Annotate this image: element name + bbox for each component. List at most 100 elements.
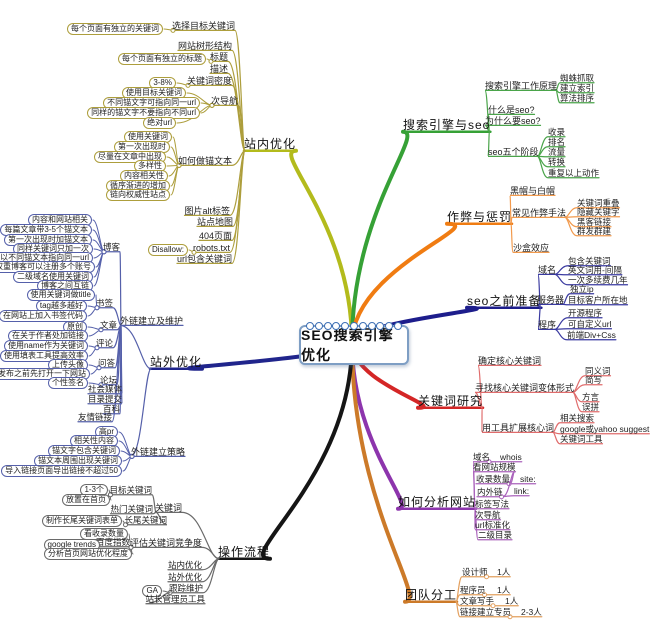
topic-pr1[interactable]: 域名 [538, 265, 557, 275]
topic-td2a[interactable]: 1人 [497, 585, 511, 595]
topic-zn2[interactable]: 网站树形结构 [177, 41, 232, 51]
topic-pr3b[interactable]: 可自定义url [568, 319, 612, 329]
topic-cz5a[interactable]: GA [142, 585, 162, 597]
topic-kr3c[interactable]: 关键词工具 [560, 434, 603, 444]
topic-ss3[interactable]: 为什么要seo? [485, 116, 541, 126]
topic-zn7g[interactable]: 链向权威性站点 [106, 189, 170, 201]
topic-zn11[interactable]: robots.txt [192, 243, 230, 253]
topic-zn6[interactable]: 次导航 [210, 96, 238, 106]
topic-ss4e[interactable]: 重复以上动作 [548, 168, 600, 178]
topic-ss4[interactable]: seo五个阶段 [488, 147, 539, 157]
topic-zn10[interactable]: 404页面 [198, 231, 232, 241]
topic-zn6d[interactable]: 绝对url [143, 117, 176, 129]
topic-b-sousuo[interactable]: 搜索引擎与seo [403, 118, 491, 132]
topic-zw1f1[interactable]: 个性签名 [48, 377, 88, 389]
central-topic[interactable]: SEO搜索引擎优化 [299, 322, 409, 365]
topic-td3[interactable]: 文章写手 [460, 596, 495, 606]
topic-zw1j[interactable]: 友情链接 [77, 412, 112, 422]
topic-zb2c[interactable]: 黑客链接 [577, 217, 612, 227]
topic-an6[interactable]: 二级目录 [478, 530, 513, 540]
topic-ss4b[interactable]: 排名 [548, 137, 566, 147]
topic-zw1[interactable]: 外链建立及维护 [119, 316, 183, 326]
topic-cz1[interactable]: 关键词 [154, 503, 182, 513]
topic-b-fenxi[interactable]: 如何分析网站 [398, 495, 477, 509]
topic-kr1[interactable]: 确定核心关键词 [478, 356, 542, 366]
topic-zn3a[interactable]: 每个页面有独立的标题 [118, 53, 206, 65]
topic-zn7e[interactable]: 内容相关性 [120, 170, 168, 182]
topic-kr3b[interactable]: google或yahoo suggest [560, 424, 650, 434]
topic-cz2a[interactable]: 看收录数量 [80, 528, 128, 540]
topic-pr3[interactable]: 程序 [538, 320, 557, 330]
topic-td4[interactable]: 链接建立专员 [460, 607, 512, 617]
topic-pr3c[interactable]: 前端Div+Css [567, 330, 616, 340]
topic-zn12[interactable]: url包含关键词 [176, 254, 232, 264]
topic-kr3[interactable]: 用工具扩展核心词 [482, 423, 555, 433]
topic-an2a[interactable]: 收录数量 [476, 474, 511, 484]
topic-pr2b[interactable]: 目标客户所在地 [568, 295, 628, 305]
topic-zn8[interactable]: 图片alt标签 [184, 206, 230, 216]
topic-pr1a[interactable]: 包含关键词 [568, 256, 611, 266]
topic-zw1g[interactable]: 社会媒体 [87, 384, 122, 394]
topic-cz2[interactable]: 评估关键词竞争度 [129, 538, 202, 548]
topic-zw1b3[interactable]: 在网站上加入书签代码 [0, 310, 87, 322]
topic-pr1b[interactable]: 英文词用-间隔 [568, 265, 622, 275]
topic-cz1a[interactable]: 目标关键词 [109, 485, 152, 495]
topic-zw1d[interactable]: 评论 [95, 338, 113, 348]
topic-td4a[interactable]: 2-3人 [521, 607, 542, 617]
topic-an2b1[interactable]: link: [514, 486, 530, 496]
topic-b-zuobi[interactable]: 作弊与惩罚 [447, 210, 513, 224]
topic-zn1a[interactable]: 每个页面有独立的关键词 [67, 23, 163, 35]
topic-kr2d[interactable]: 误拼 [582, 402, 600, 412]
topic-b-tuandui[interactable]: 团队分工 [405, 588, 458, 602]
topic-zw1b[interactable]: 书签 [95, 298, 113, 308]
topic-zw1f[interactable]: 论坛 [99, 375, 117, 385]
topic-zn7[interactable]: 如何做锚文本 [177, 156, 232, 166]
topic-td2[interactable]: 程序员 [460, 585, 486, 595]
topic-cz4[interactable]: 站外优化 [167, 572, 202, 582]
topic-ss1a[interactable]: 蜘蛛抓取 [560, 73, 595, 83]
topic-ss1c[interactable]: 算法排序 [560, 93, 595, 103]
topic-zw1i[interactable]: 百科 [102, 404, 120, 414]
topic-cz2b[interactable]: 百度指数 [95, 537, 130, 547]
topic-td1[interactable]: 设计师 [462, 567, 488, 577]
topic-zn5[interactable]: 关键词密度 [186, 76, 232, 86]
topic-zw1e[interactable]: 问答 [97, 358, 115, 368]
topic-ss1b[interactable]: 建立索引 [560, 83, 595, 93]
topic-kr2a[interactable]: 同义词 [585, 366, 611, 376]
topic-pr1c[interactable]: 一次多续费几年 [568, 275, 628, 285]
topic-cz1c[interactable]: 长尾关键词 [124, 515, 167, 525]
topic-b-zhanwai[interactable]: 站外优化 [150, 355, 203, 369]
topic-cz2c[interactable]: 分析首页网站优化程度 [44, 548, 132, 560]
topic-zw1c[interactable]: 文章 [99, 320, 117, 330]
topic-cz1c1[interactable]: 制作长尾关键词表单 [42, 515, 122, 527]
topic-zb2a[interactable]: 关键词重叠 [577, 198, 620, 208]
topic-zb1[interactable]: 黑帽与白帽 [510, 186, 556, 196]
topic-ss4c[interactable]: 流量 [548, 147, 566, 157]
topic-pr3a[interactable]: 开源程序 [568, 308, 603, 318]
topic-an5[interactable]: url标准化 [475, 520, 510, 530]
topic-b-guanyan[interactable]: 关键词研究 [418, 394, 484, 408]
topic-b-caozuo[interactable]: 操作流程 [218, 545, 271, 559]
topic-pr2a[interactable]: 独立ip [570, 284, 594, 294]
topic-ss1[interactable]: 搜索引擎工作原理 [485, 81, 558, 91]
topic-an2a1[interactable]: site: [520, 474, 536, 484]
topic-zb2d[interactable]: 群发群建 [577, 226, 612, 236]
topic-an1a[interactable]: whois [500, 452, 522, 462]
topic-b-zhannei[interactable]: 站内优化 [244, 137, 297, 151]
topic-zb2b[interactable]: 隐藏关键字 [577, 207, 620, 217]
topic-an1[interactable]: 域名 [473, 452, 491, 462]
topic-cz5[interactable]: 跟踪维护 [168, 583, 203, 593]
topic-zn6c[interactable]: 同样的锚文字不要指向不同url [87, 107, 200, 119]
topic-zb2[interactable]: 常见作弊手法 [512, 208, 567, 218]
topic-kr3a[interactable]: 相关搜索 [560, 413, 595, 423]
topic-td1a[interactable]: 1人 [497, 567, 511, 577]
topic-zn9[interactable]: 站点地图 [196, 217, 233, 227]
topic-an3[interactable]: 标签写法 [475, 499, 510, 509]
topic-zn4[interactable]: 描述 [209, 64, 228, 74]
topic-kr2c[interactable]: 方言 [582, 392, 600, 402]
topic-cz3[interactable]: 站内优化 [167, 560, 202, 570]
topic-cz1a2[interactable]: 放置在首页 [62, 494, 110, 506]
topic-an4[interactable]: 次导航 [475, 510, 501, 520]
topic-ss4d[interactable]: 转换 [548, 157, 566, 167]
topic-td3a[interactable]: 1人 [505, 596, 519, 606]
